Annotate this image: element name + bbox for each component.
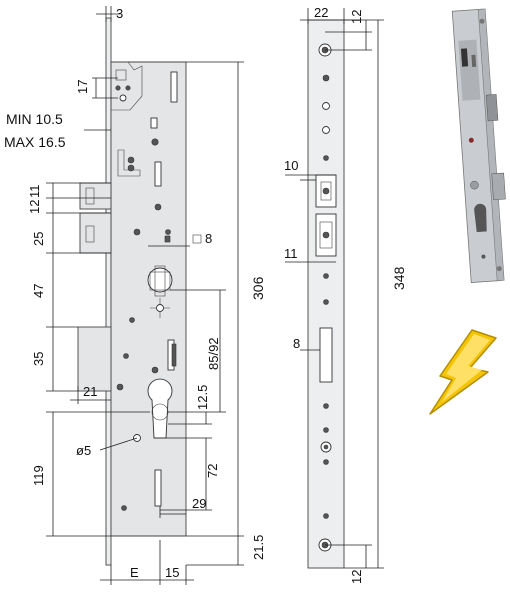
dim-dia5: ø5: [76, 443, 91, 458]
dim-10: 10: [284, 158, 298, 173]
dim-3: 3: [116, 6, 123, 21]
lightning-bolt-icon: [429, 329, 497, 415]
dim-12: 12: [27, 200, 42, 214]
dim-17: 17: [75, 80, 90, 94]
left-dimensions: 3 17 MIN 10.5 MAX 16.5 11 12 25 47 35 21: [4, 6, 266, 585]
dim-12-bottom: 12: [349, 570, 364, 584]
faceplate-dimensions: 22 12 10 11 8 348 12: [284, 5, 407, 584]
faceplate-front-view: [307, 19, 345, 569]
deadbolt-slot: [319, 327, 333, 383]
follower: [147, 267, 173, 293]
dim-47: 47: [31, 284, 46, 298]
dim-15: 15: [165, 565, 179, 580]
dim-11-face: 11: [284, 246, 298, 261]
forend-edge: [105, 17, 112, 566]
roller-bolt: [79, 212, 112, 254]
dim-11: 11: [27, 185, 42, 199]
dim-12-5: 12.5: [195, 385, 210, 410]
top-mechanism: [110, 61, 143, 111]
lock-illustration: [451, 8, 506, 284]
dim-E: E: [130, 565, 139, 580]
dim-max: MAX 16.5: [4, 134, 66, 150]
lock-case: [110, 61, 187, 537]
dim-35: 35: [31, 352, 46, 366]
dim-min: MIN 10.5: [6, 111, 63, 127]
dim-348: 348: [391, 266, 407, 290]
dim-21: 21: [83, 384, 97, 399]
dim-72: 72: [205, 464, 220, 478]
dim-85-92: 85/92: [206, 337, 221, 370]
dim-12-top: 12: [349, 10, 364, 24]
dim-21-5: 21.5: [251, 535, 266, 560]
dim-25: 25: [31, 232, 46, 246]
faceplate: [307, 19, 345, 569]
cylinder-hole: [147, 378, 173, 439]
deadbolt: [77, 326, 112, 392]
dim-29: 29: [192, 496, 206, 511]
dim-8-face: 8: [293, 336, 300, 351]
dim-8-square: 8: [205, 231, 212, 246]
dim-306: 306: [250, 276, 266, 300]
latch-bolt: [79, 182, 112, 210]
dim-22: 22: [314, 5, 328, 20]
dim-119: 119: [31, 465, 46, 486]
lock-body-side-view: [77, 17, 187, 566]
